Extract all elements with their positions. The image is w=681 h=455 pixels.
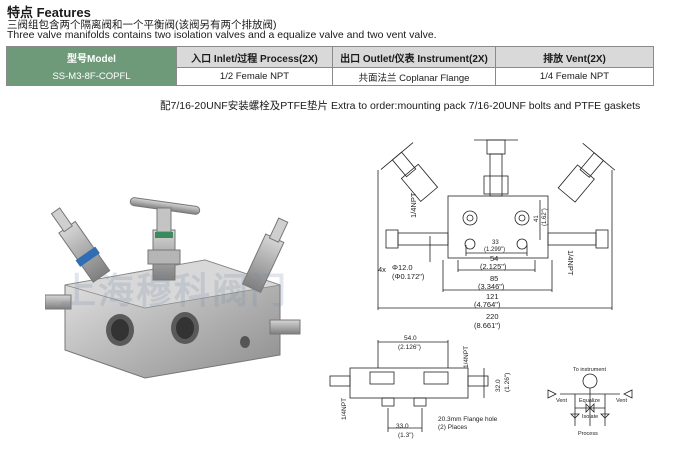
bottom-dim-33-in: (1.3") — [398, 432, 414, 439]
cell-outlet: 共面法兰 Coplanar Flange — [332, 67, 496, 86]
table-row: SS-M3-8F-COPFL 1/2 Female NPT 共面法兰 Copla… — [6, 67, 654, 86]
manifold-photo — [45, 197, 301, 379]
front-hole-dia-in: (Φ0.172") — [392, 272, 425, 281]
front-dim-121-in: (4.764") — [474, 300, 501, 309]
front-dim-85-in: (3.346") — [478, 282, 505, 291]
flange-note-2: (2) Places — [438, 424, 468, 431]
header-model: 型号Model — [6, 46, 177, 68]
schematic-isolate: Isolate — [582, 414, 598, 420]
schematic-to-instrument: To instrument — [573, 367, 606, 373]
front-dim-33: 33 — [492, 240, 499, 246]
bottom-npt-left: 1/4NPT — [341, 398, 348, 420]
header-vent: 排放 Vent(2X) — [495, 46, 654, 68]
spec-table: 型号Model 入口 Inlet/过程 Process(2X) 出口 Outle… — [6, 46, 654, 86]
front-dim-220: 220 — [486, 312, 499, 321]
instrument-gauge-symbol — [582, 373, 598, 389]
bottom-dim-32-in: (1.26") — [504, 373, 511, 392]
bottom-dim-54-in: (2.126") — [398, 344, 421, 351]
front-npt-top: 1/4NPT — [409, 192, 418, 218]
extra-order-note: 配7/16-20UNF安装螺栓及PTFE垫片 Extra to order:mo… — [160, 100, 641, 112]
front-dim-85: 85 — [490, 274, 498, 283]
front-npt-right: 1/4NPT — [566, 250, 575, 276]
description-chinese: 三阀组包含两个隔离阀和一个平衡阀(该阀另有两个排放阀) — [7, 19, 277, 31]
cell-vent: 1/4 Female NPT — [495, 67, 654, 86]
schematic-equalize: Equalize — [579, 398, 600, 404]
watermark-text: 上海穆科阀门 — [60, 270, 289, 311]
cell-model: SS-M3-8F-COPFL — [6, 67, 177, 86]
schematic-vent-left: Vent — [556, 398, 567, 404]
front-dim-220-in: (8.661") — [474, 321, 501, 330]
schematic-vent-right: Vent — [616, 398, 627, 404]
bottom-npt-top: 1/4NPT — [463, 346, 470, 368]
bottom-dim-33: 33.0 — [396, 423, 409, 430]
front-hole-count: 4x — [378, 265, 386, 274]
features-title: 特点 Features — [7, 5, 91, 20]
front-dim-33-in: (1.299") — [484, 247, 505, 253]
front-dim-54: 54 — [490, 254, 498, 263]
bottom-dim-32: 32.0 — [495, 379, 502, 392]
bottom-dim-54: 54.0 — [404, 335, 417, 342]
front-hole-dia-mm: Φ12.0 — [392, 263, 413, 272]
front-dim-121: 121 — [486, 292, 499, 301]
flange-note-1: 20.3mm Flange hole — [438, 416, 498, 423]
front-dim-41-in: (1.62") — [542, 208, 548, 226]
front-dim-54-in: (2.125") — [480, 262, 507, 271]
schematic-process: Process — [578, 431, 598, 437]
description-english: Three valve manifolds contains two isola… — [7, 29, 437, 41]
front-dim-41: 41 — [534, 215, 540, 222]
cell-inlet: 1/2 Female NPT — [176, 67, 333, 86]
bottom-view-block — [349, 367, 469, 399]
